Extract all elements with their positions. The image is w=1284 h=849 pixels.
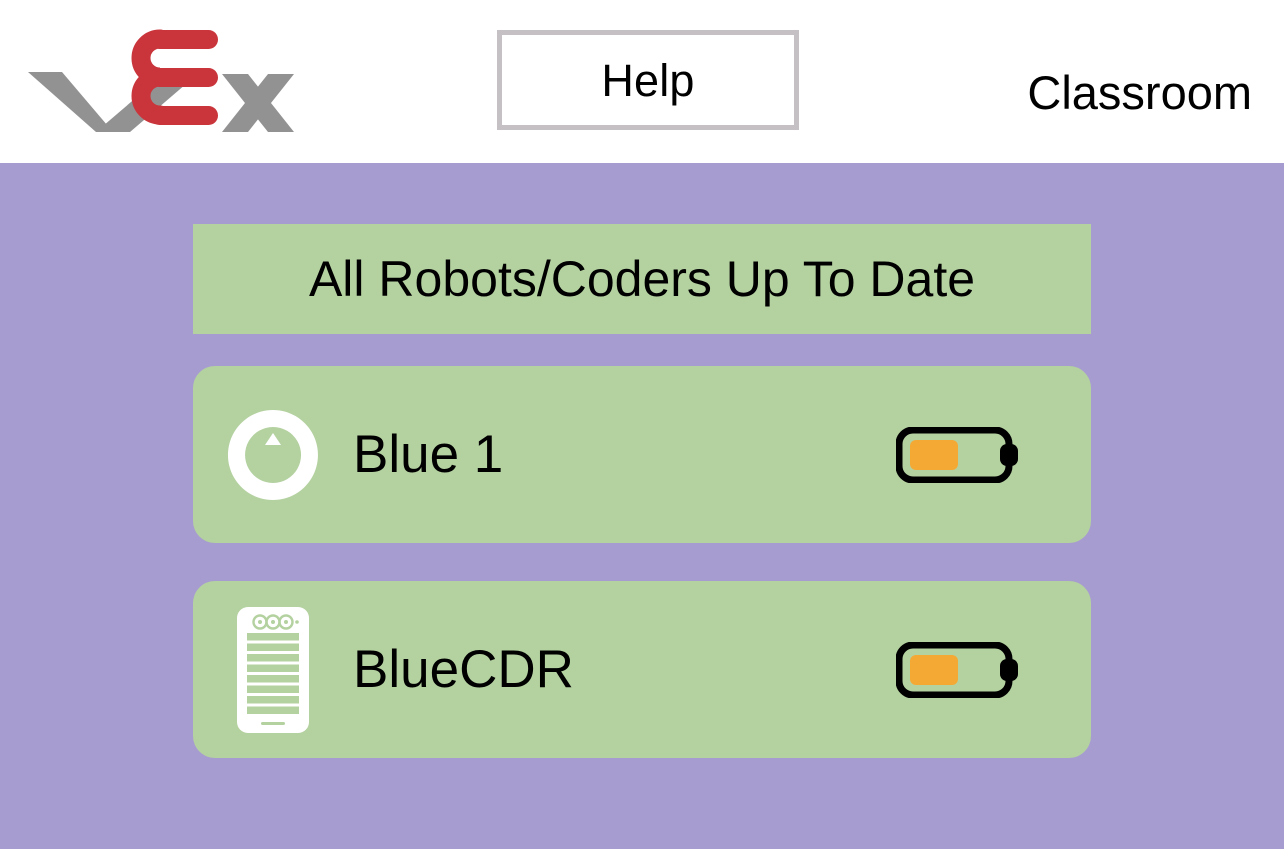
controller-icon	[237, 606, 309, 733]
app-header: Help Classroom	[0, 0, 1284, 163]
device-icon-slot	[193, 581, 353, 758]
classroom-label: Classroom	[1027, 66, 1252, 119]
status-banner-text: All Robots/Coders Up To Date	[308, 251, 976, 307]
battery-slot	[896, 581, 1091, 758]
main-content: All Robots/Coders Up To Date Blue 1	[0, 163, 1284, 849]
vex-logo	[26, 28, 294, 132]
device-icon-slot	[193, 366, 353, 543]
help-button[interactable]: Help	[497, 30, 799, 130]
device-name: Blue 1	[353, 425, 504, 484]
status-banner: All Robots/Coders Up To Date	[193, 224, 1091, 334]
battery-icon	[896, 426, 1018, 483]
help-button-label: Help	[601, 54, 695, 106]
robot-brain-icon	[227, 409, 318, 500]
battery-slot	[896, 366, 1091, 543]
device-row-bluecdr[interactable]: BlueCDR	[193, 581, 1091, 758]
device-row-blue-1[interactable]: Blue 1	[193, 366, 1091, 543]
device-name: BlueCDR	[353, 640, 574, 699]
battery-icon	[896, 641, 1018, 698]
